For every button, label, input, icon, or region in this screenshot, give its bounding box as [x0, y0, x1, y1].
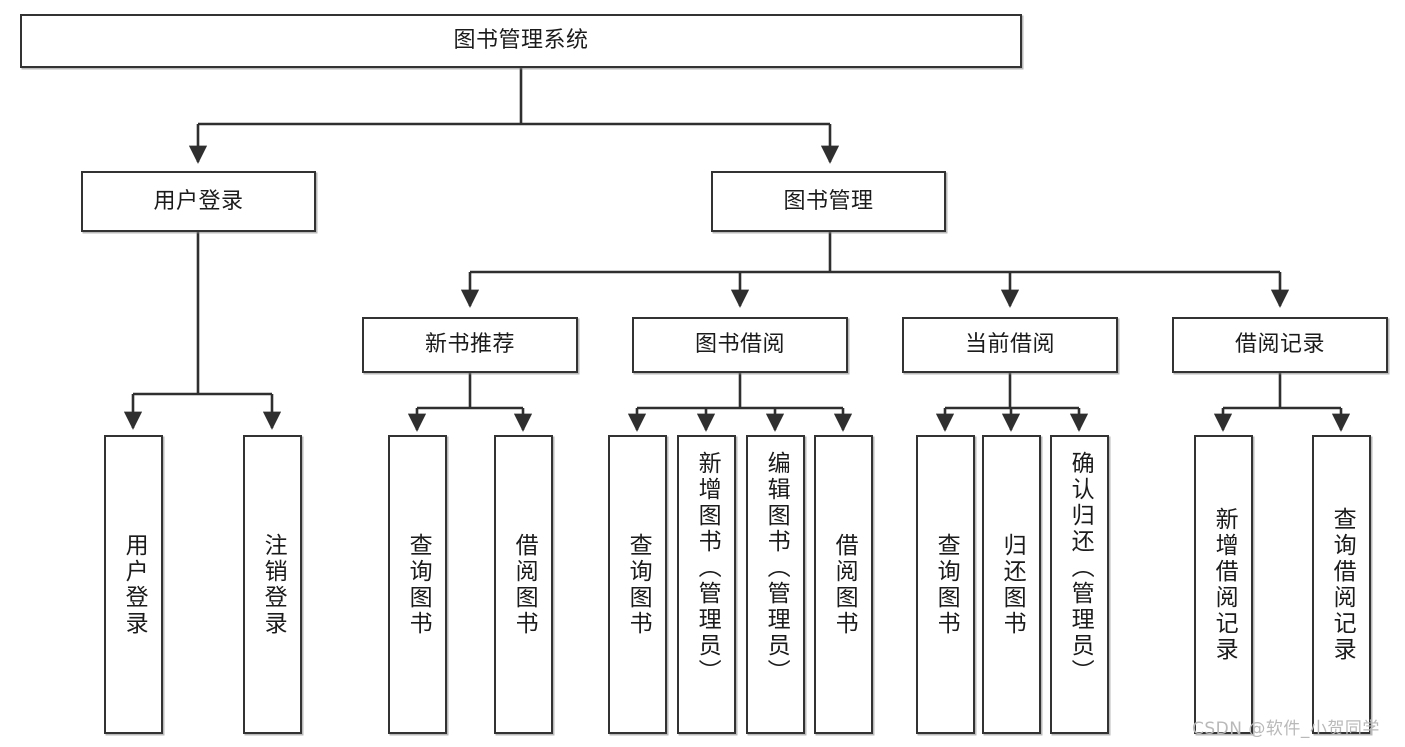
node-book-manage-label: 图书管理 [783, 188, 874, 214]
leaf-query-book-3-label: 查询图书 [933, 532, 960, 637]
leaf-return-book-label: 归还图书 [999, 532, 1026, 637]
leaf-add-book[interactable]: 新增图书（管理员） [677, 435, 736, 734]
leaf-edit-book[interactable]: 编辑图书（管理员） [746, 435, 805, 734]
leaf-logout-login[interactable]: 注销登录 [243, 435, 302, 734]
node-user-login-label: 用户登录 [153, 188, 244, 214]
node-current-borrow[interactable]: 当前借阅 [902, 317, 1118, 373]
leaf-query-book-1[interactable]: 查询图书 [388, 435, 447, 734]
node-root-label: 图书管理系统 [453, 28, 589, 54]
leaf-borrow-book-2-label: 借阅图书 [831, 532, 858, 637]
leaf-borrow-book-1-label: 借阅图书 [511, 532, 538, 637]
node-borrow-record-label: 借阅记录 [1234, 332, 1325, 358]
leaf-query-borrow-record-label: 查询借阅记录 [1329, 506, 1356, 663]
node-root[interactable]: 图书管理系统 [20, 14, 1022, 68]
leaf-query-book-2-label: 查询图书 [625, 532, 652, 637]
leaf-query-book-3[interactable]: 查询图书 [916, 435, 975, 734]
node-borrow-record[interactable]: 借阅记录 [1172, 317, 1388, 373]
node-book-manage[interactable]: 图书管理 [711, 171, 946, 232]
leaf-user-login-label: 用户登录 [121, 532, 148, 637]
leaf-add-borrow-record-label: 新增借阅记录 [1211, 506, 1238, 663]
leaf-confirm-return[interactable]: 确认归还（管理员） [1050, 435, 1109, 734]
watermark-text: CSDN @软件_小贺同学 [1192, 719, 1380, 739]
leaf-query-borrow-record[interactable]: 查询借阅记录 [1312, 435, 1371, 734]
node-current-borrow-label: 当前借阅 [964, 332, 1055, 358]
leaf-user-login[interactable]: 用户登录 [104, 435, 163, 734]
leaf-add-borrow-record[interactable]: 新增借阅记录 [1194, 435, 1253, 734]
leaf-query-book-1-label: 查询图书 [405, 532, 432, 637]
node-book-borrow-label: 图书借阅 [694, 332, 785, 358]
leaf-query-book-2[interactable]: 查询图书 [608, 435, 667, 734]
leaf-add-book-label: 新增图书（管理员） [694, 451, 721, 685]
node-new-book-recommend-label: 新书推荐 [424, 332, 515, 358]
leaf-logout-login-label: 注销登录 [260, 532, 287, 637]
leaf-borrow-book-1[interactable]: 借阅图书 [494, 435, 553, 734]
leaf-borrow-book-2[interactable]: 借阅图书 [814, 435, 873, 734]
node-user-login[interactable]: 用户登录 [81, 171, 316, 232]
leaf-return-book[interactable]: 归还图书 [982, 435, 1041, 734]
leaf-confirm-return-label: 确认归还（管理员） [1067, 451, 1094, 685]
leaf-edit-book-label: 编辑图书（管理员） [763, 451, 790, 685]
node-new-book-recommend[interactable]: 新书推荐 [362, 317, 578, 373]
node-book-borrow[interactable]: 图书借阅 [632, 317, 848, 373]
